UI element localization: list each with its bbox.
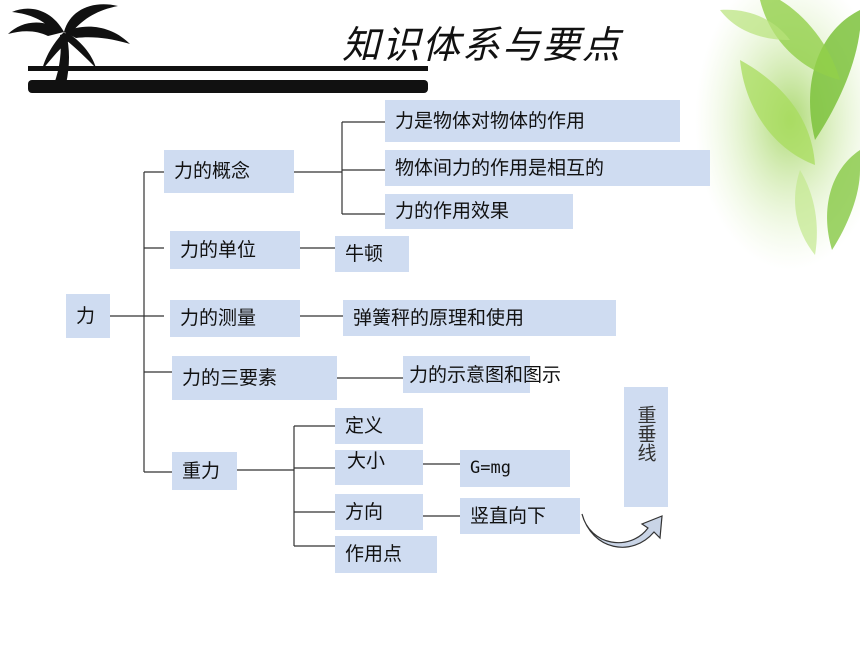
- gravity-def-label: 定义: [345, 414, 384, 437]
- curved-arrow-icon: [581, 513, 663, 548]
- root-label: 力: [76, 304, 96, 327]
- green-leaves-decoration: [695, 0, 860, 270]
- gravity-point-node: 作用点: [335, 536, 437, 573]
- gravity-dir-node: 方向: [335, 494, 423, 530]
- elements-a-node: [403, 356, 530, 393]
- elements-node: 力的三要素: [172, 356, 337, 400]
- gravity-size-label: 大小: [347, 450, 386, 472]
- concept-b-label: 物体间力的作用是相互的: [395, 156, 605, 179]
- measure-a-node: 弹簧秤的原理和使用: [343, 300, 616, 336]
- root-node: 力: [66, 294, 110, 338]
- palm-tree-logo: [8, 4, 428, 93]
- gravity-node: 重力: [172, 452, 237, 490]
- gravity-point-label: 作用点: [345, 543, 403, 565]
- unit-label: 力的单位: [180, 238, 257, 261]
- gravity-size-node: 大小: [335, 450, 423, 485]
- gravity-dir-a-node: 竖直向下: [460, 498, 580, 534]
- concept-a-label: 力是物体对物体的作用: [395, 109, 586, 132]
- plumb-line-label: 重垂线: [634, 405, 657, 462]
- elements-label: 力的三要素: [182, 366, 278, 389]
- measure-node: 力的测量: [170, 300, 300, 337]
- plumb-line-node: 重垂线: [624, 387, 668, 507]
- unit-node: 力的单位: [170, 231, 300, 269]
- concept-c-label: 力的作用效果: [395, 200, 510, 222]
- measure-a-label: 弹簧秤的原理和使用: [353, 306, 525, 329]
- concept-b-node: 物体间力的作用是相互的: [385, 150, 710, 186]
- gravity-size-a-label: G=mg: [470, 458, 511, 478]
- elements-a-label: 力的示意图和图示: [409, 364, 562, 386]
- concept-c-node: 力的作用效果: [385, 194, 573, 229]
- gravity-def-node: 定义: [335, 408, 423, 444]
- slide-title: 知识体系与要点: [342, 23, 623, 67]
- concept-a-node: 力是物体对物体的作用: [385, 100, 680, 142]
- gravity-label: 重力: [182, 459, 221, 482]
- unit-a-label: 牛顿: [345, 242, 384, 265]
- unit-a-node: 牛顿: [335, 236, 409, 272]
- measure-label: 力的测量: [180, 307, 257, 329]
- concept-node: 力的概念: [164, 150, 294, 193]
- concept-label: 力的概念: [174, 160, 251, 182]
- gravity-size-a-node: G=mg: [460, 450, 570, 487]
- gravity-dir-label: 方向: [345, 500, 384, 523]
- gravity-dir-a-label: 竖直向下: [470, 504, 547, 527]
